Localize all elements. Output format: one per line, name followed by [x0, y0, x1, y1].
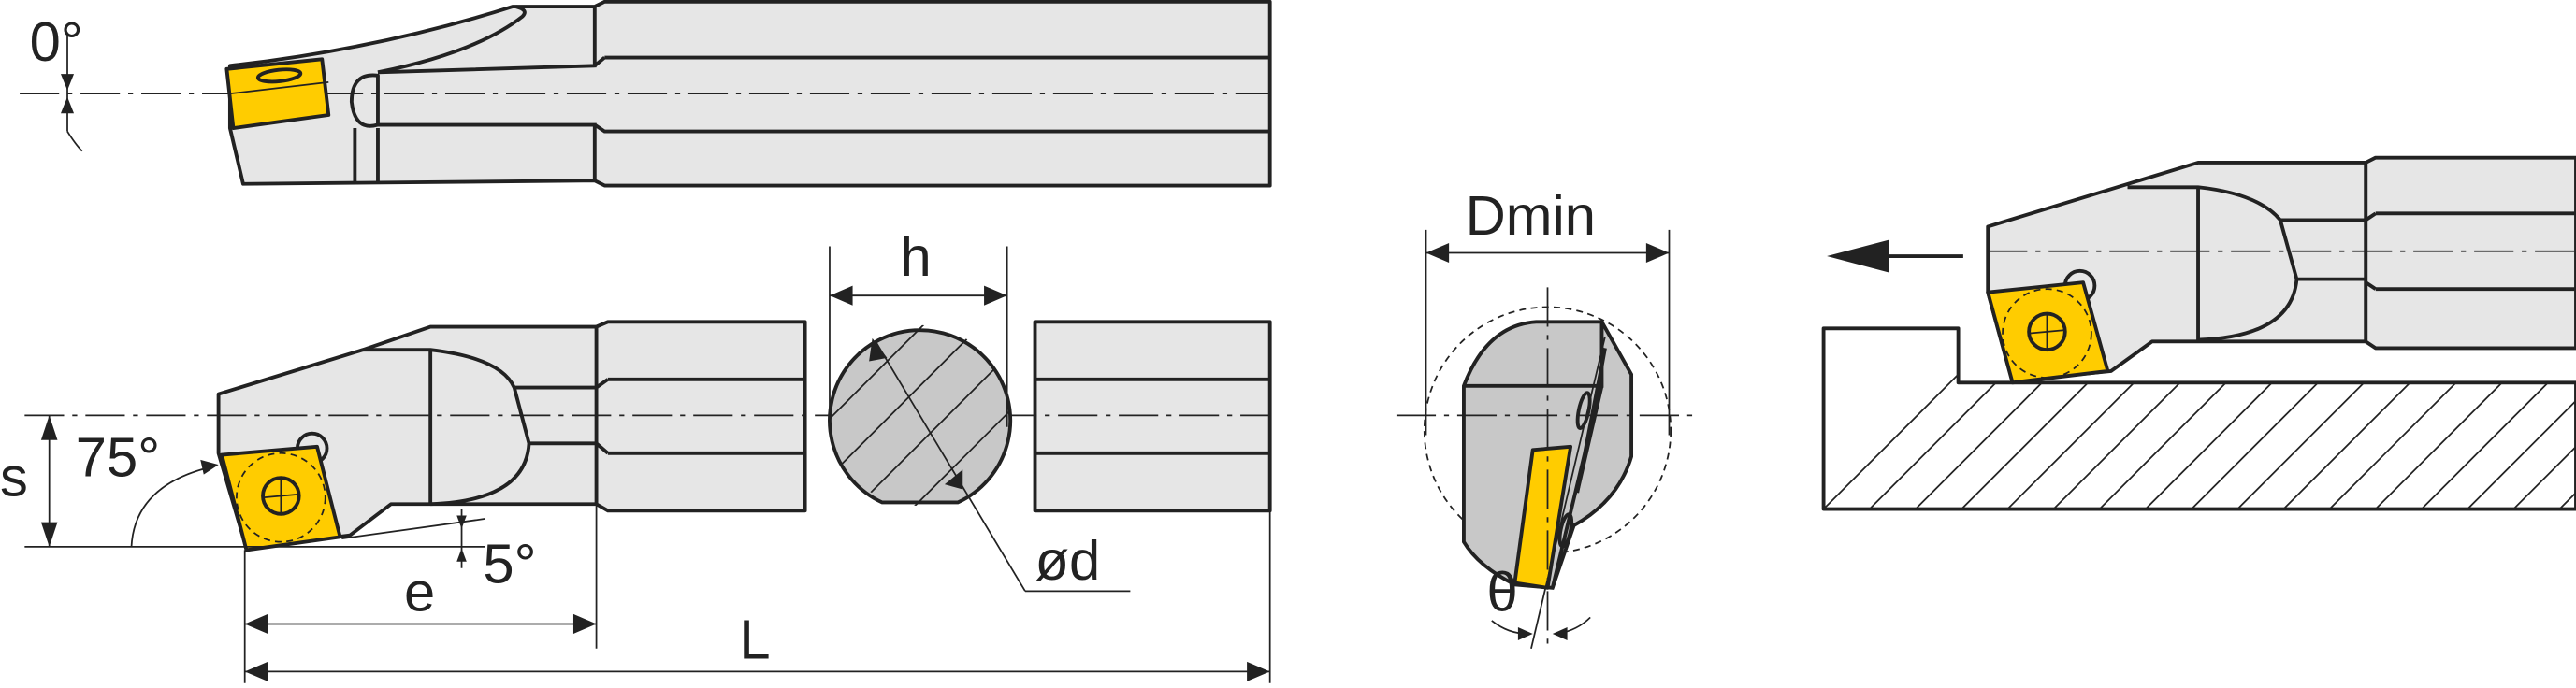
- inclination-label: θ: [1487, 560, 1518, 623]
- insert-end-edges: [1550, 348, 1607, 589]
- application-shank: [2364, 155, 2576, 351]
- workpiece: [1821, 326, 2576, 511]
- inclination-line: [1530, 336, 1606, 650]
- side-view: s 75° 5° e L: [0, 320, 1272, 683]
- end-view: Dmin θ: [1396, 184, 1696, 650]
- arrow-left-icon: [829, 285, 853, 306]
- length-L-label: L: [739, 608, 770, 670]
- arrow-right-icon: [572, 613, 597, 635]
- insert-reference-line: [229, 80, 329, 95]
- application-insert-screw-cross: [2029, 313, 2065, 351]
- hatch-line: [2496, 328, 2576, 509]
- arrow-up-icon: [40, 415, 58, 440]
- lead-angle-label: 75°: [76, 425, 160, 488]
- insert-top: [224, 57, 331, 130]
- top-view-edges: [377, 7, 1270, 181]
- insert-end: [1512, 444, 1573, 590]
- top-view-clamp-edges: [353, 128, 380, 184]
- arrow-right-icon: [1517, 626, 1533, 641]
- height-h-extension-lines: [829, 246, 1008, 427]
- insert-screw-cross: [262, 478, 299, 514]
- insert-slot: [1557, 512, 1574, 549]
- arrow-left-icon: [1425, 242, 1450, 264]
- side-view-shank-edges: [595, 377, 1270, 455]
- section-hatching: [828, 324, 1009, 507]
- clearance-angle-label: 0°: [30, 10, 83, 73]
- application-shank-edges: [2365, 211, 2576, 292]
- clamp-slot: [1575, 391, 1592, 430]
- application-view: [1821, 155, 2576, 511]
- length-e-label: e: [404, 560, 435, 623]
- end-angle-label: 5°: [483, 533, 536, 595]
- diameter-d-dimension: [875, 340, 1026, 592]
- arrow-down-icon: [40, 522, 58, 547]
- min-bore-label: Dmin: [1466, 184, 1596, 247]
- arrow-up-icon: [60, 96, 75, 114]
- lead-angle-arc: [130, 465, 214, 547]
- arrow-down-icon: [456, 515, 467, 529]
- application-head-edges: [2127, 185, 2366, 342]
- height-h-label: h: [900, 225, 931, 288]
- side-view-head-edges: [363, 348, 597, 507]
- top-view-head-curve: [377, 5, 527, 75]
- insert-inscribed-circle: [236, 452, 326, 543]
- arrow-down-icon: [944, 469, 963, 490]
- arrow-left-icon: [244, 661, 268, 681]
- cross-section: h ød: [828, 225, 1131, 593]
- arrow-left-icon: [1552, 626, 1568, 641]
- clamp-profile: [349, 73, 380, 128]
- diameter-d-label: ød: [1035, 529, 1101, 592]
- min-bore-extension-lines: [1425, 229, 1671, 436]
- arrow-right-icon: [1645, 242, 1670, 264]
- arrow-up-icon: [869, 337, 888, 362]
- hatch-line: [2450, 328, 2576, 509]
- arrow-right-icon: [200, 459, 219, 475]
- arrow-up-icon: [456, 548, 467, 562]
- feed-arrow-icon: [1827, 239, 1889, 273]
- application-insert-inscribed-circle: [2002, 288, 2092, 379]
- arrow-right-icon: [984, 285, 1007, 306]
- arrow-right-icon: [1247, 661, 1270, 681]
- arrow-down-icon: [60, 74, 75, 91]
- side-view-shank-end: [1033, 320, 1272, 513]
- offset-s-label: s: [0, 445, 28, 508]
- top-view: 0°: [20, 0, 1272, 188]
- side-view-shank: [594, 320, 807, 513]
- insert-slot: [255, 67, 303, 84]
- arrow-left-icon: [244, 613, 268, 635]
